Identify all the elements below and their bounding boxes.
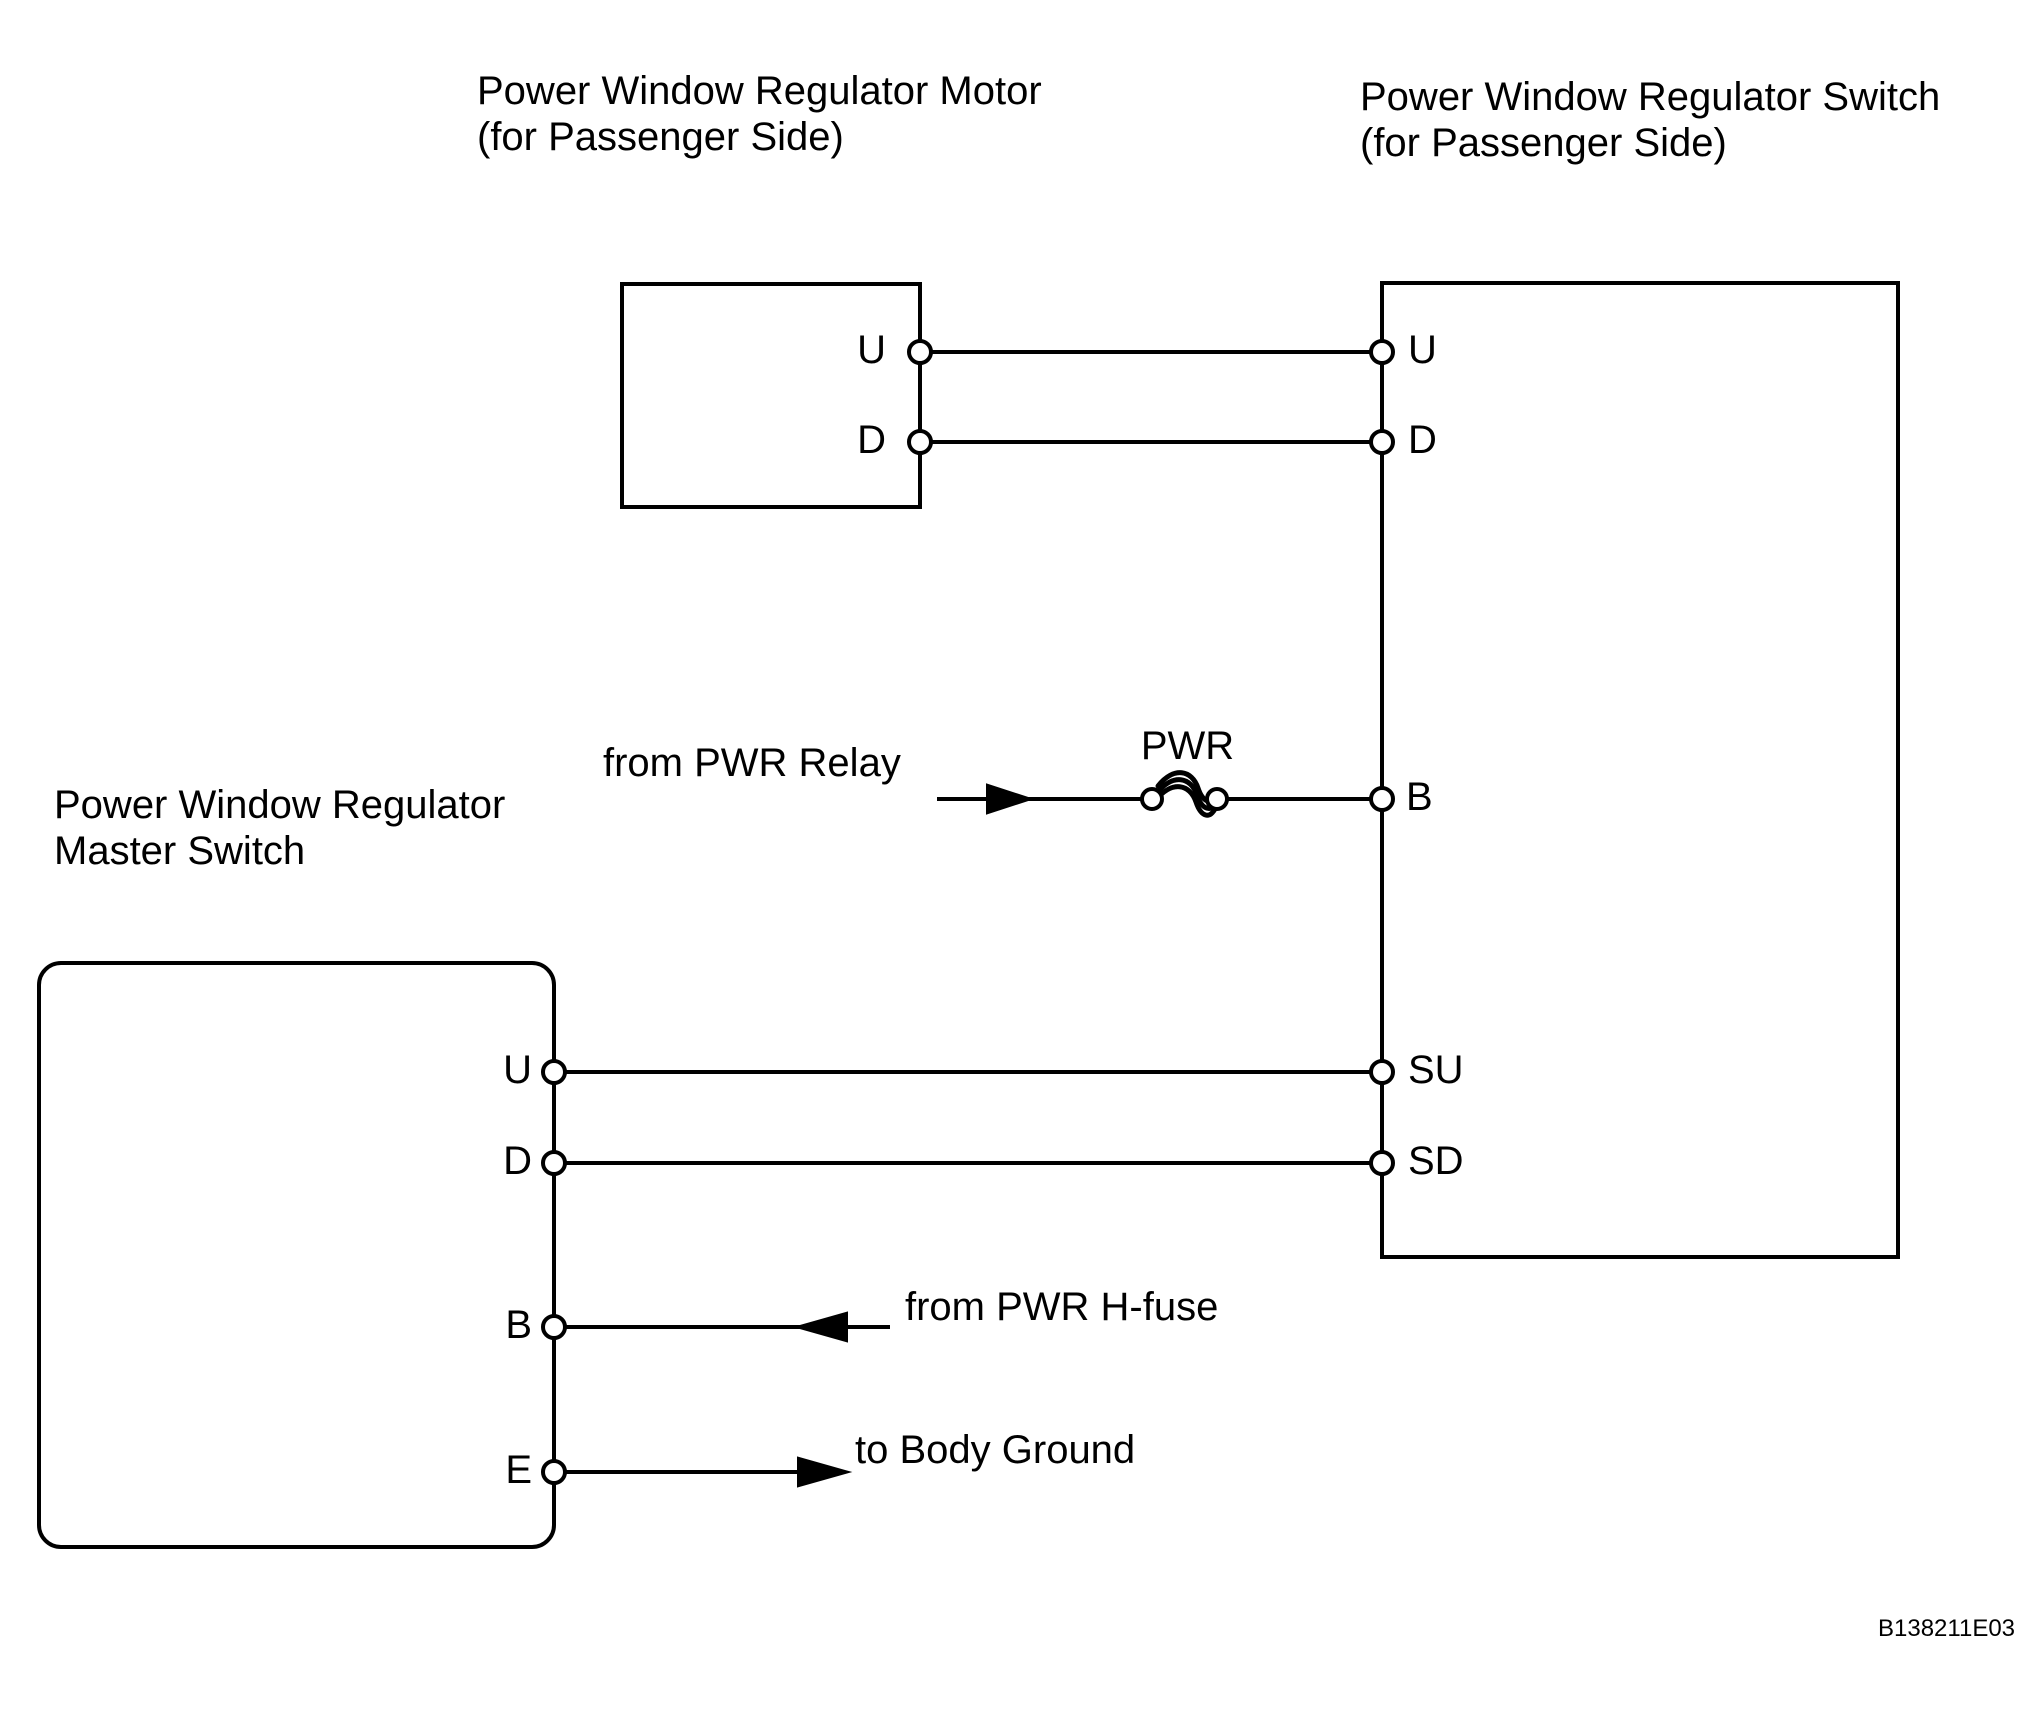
master-terminal-e-label: E bbox=[505, 1448, 532, 1492]
from-pwr-h-fuse-label: from PWR H-fuse bbox=[905, 1285, 1219, 1329]
master-terminal-e bbox=[541, 1459, 567, 1485]
motor-title: Power Window Regulator Motor (for Passen… bbox=[477, 69, 1042, 159]
switch-terminal-d bbox=[1369, 429, 1395, 455]
switch-terminal-u-label: U bbox=[1408, 328, 1437, 372]
motor-terminal-d-label: D bbox=[857, 418, 886, 462]
pwr-fuse-right-terminal bbox=[1205, 787, 1229, 811]
motor-terminal-u bbox=[907, 339, 933, 365]
motor-terminal-d bbox=[907, 429, 933, 455]
switch-terminal-b bbox=[1369, 786, 1395, 812]
switch-title: Power Window Regulator Switch (for Passe… bbox=[1360, 75, 1941, 165]
master-terminal-b-label: B bbox=[505, 1303, 532, 1347]
switch-terminal-d-label: D bbox=[1408, 418, 1437, 462]
switch-terminal-b-label: B bbox=[1406, 775, 1433, 819]
arrow-from-pwr-relay bbox=[986, 783, 1035, 815]
master-terminal-d-label: D bbox=[503, 1139, 532, 1183]
master-terminal-u-label: U bbox=[503, 1048, 532, 1092]
master-switch-title: Power Window Regulator Master Switch bbox=[54, 783, 506, 873]
to-body-ground-label: to Body Ground bbox=[855, 1428, 1136, 1472]
pwr-fuse-left-terminal bbox=[1140, 787, 1164, 811]
switch-terminal-u bbox=[1369, 339, 1395, 365]
motor-terminal-u-label: U bbox=[857, 328, 886, 372]
master-terminal-d bbox=[541, 1150, 567, 1176]
arrow-to-body-ground bbox=[797, 1456, 853, 1488]
motor-box bbox=[620, 282, 922, 509]
from-pwr-relay-label: from PWR Relay bbox=[603, 741, 901, 785]
pwr-fuse-label: PWR bbox=[1140, 724, 1235, 768]
master-terminal-b bbox=[541, 1314, 567, 1340]
figure-id: B138211E03 bbox=[1878, 1615, 2016, 1642]
switch-terminal-sd bbox=[1369, 1150, 1395, 1176]
switch-box bbox=[1380, 281, 1900, 1259]
switch-terminal-su-label: SU bbox=[1408, 1048, 1464, 1092]
switch-terminal-sd-label: SD bbox=[1408, 1139, 1464, 1183]
arrow-from-pwr-h-fuse bbox=[792, 1311, 848, 1343]
switch-terminal-su bbox=[1369, 1059, 1395, 1085]
master-terminal-u bbox=[541, 1059, 567, 1085]
master-switch-box bbox=[37, 961, 556, 1549]
